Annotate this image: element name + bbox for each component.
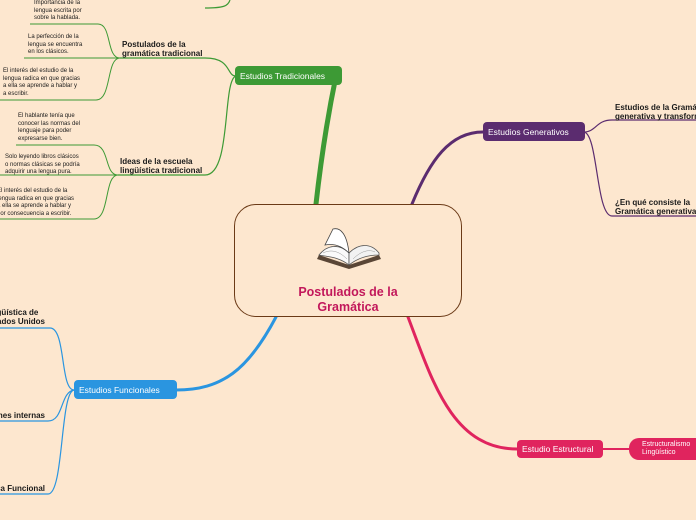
note-hablante-normas[interactable]: El hablante tenía que conocer las normas…: [18, 113, 81, 142]
gen-main-connector: [410, 130, 485, 206]
branch-label: Estudios Funcionales: [79, 384, 160, 395]
subtopic-postulados-tradicional[interactable]: Postulados de la gramática tradicional: [122, 40, 203, 58]
gen-sub2-connector: [583, 131, 696, 217]
branch-label: Estudio Estructural: [522, 444, 594, 454]
subtopic-gramatica-generativa[interactable]: Estudios de la Gramática generativa y tr…: [615, 103, 696, 121]
trad-note3-connector: [0, 57, 121, 101]
subtopic-en-que-consiste[interactable]: ¿En qué consiste la Gramática generativa…: [615, 198, 696, 216]
branch-label: Estudios Generativos: [488, 126, 569, 137]
trad-top-connector: [204, 0, 231, 9]
subtopic-gramatica-funcional[interactable]: Gramática Funcional: [0, 484, 45, 493]
branch-estudios-generativos[interactable]: Estudios Generativos: [483, 122, 585, 141]
note-interes-escribir[interactable]: El interés del estudio de la lengua radi…: [0, 188, 75, 217]
branch-estudios-funcionales[interactable]: Estudios Funcionales: [74, 380, 177, 399]
trad-sub1-connector: [120, 57, 237, 77]
note-libros-clasicos[interactable]: Solo leyendo libros clásicos o normas cl…: [5, 154, 80, 176]
branch-estudios-tradicionales[interactable]: Estudios Tradicionales: [235, 66, 342, 85]
trad-main-connector: [313, 73, 339, 207]
func-main-connector: [174, 315, 278, 392]
subtopic-ideas-escuela[interactable]: Ideas de la escuela lingüística tradicio…: [120, 157, 203, 175]
branch-label: Estudios Tradicionales: [240, 70, 326, 81]
trad-note4-connector: [16, 144, 119, 176]
note-interes-estudio[interactable]: El interés del estudio de la lengua radi…: [3, 68, 81, 97]
trad-sub2-connector: [118, 75, 237, 176]
func-sub2-connector: [0, 389, 75, 422]
central-topic[interactable]: Postulados de la Gramática: [234, 204, 462, 317]
func-sub3-connector: [0, 389, 75, 495]
subtopic-label: Estructuralismo Lingüístico: [642, 441, 691, 456]
struct-main-connector: [406, 315, 519, 451]
branch-estudio-estructural[interactable]: Estudio Estructural: [517, 440, 603, 458]
subtopic-linguistica-eeuu[interactable]: Lingüística de Estados Unidos: [0, 308, 45, 326]
trad-note1-connector: [30, 23, 121, 59]
subtopic-relaciones-internas[interactable]: Relaciones internas: [0, 411, 45, 420]
note-lengua-escrita[interactable]: Importancia de la lengua escrita por sob…: [34, 0, 82, 22]
gen-sub1-connector: [583, 119, 696, 133]
trad-note6-connector: [0, 174, 119, 220]
note-perfeccion-clasicos[interactable]: La perfección de la lengua se encuentra …: [28, 34, 83, 56]
subtopic-estructuralismo[interactable]: Estructuralismo Lingüístico: [629, 438, 696, 460]
func-sub1-connector: [0, 327, 75, 391]
central-title: Postulados de la Gramática: [298, 285, 398, 314]
open-book-icon: [317, 228, 381, 269]
